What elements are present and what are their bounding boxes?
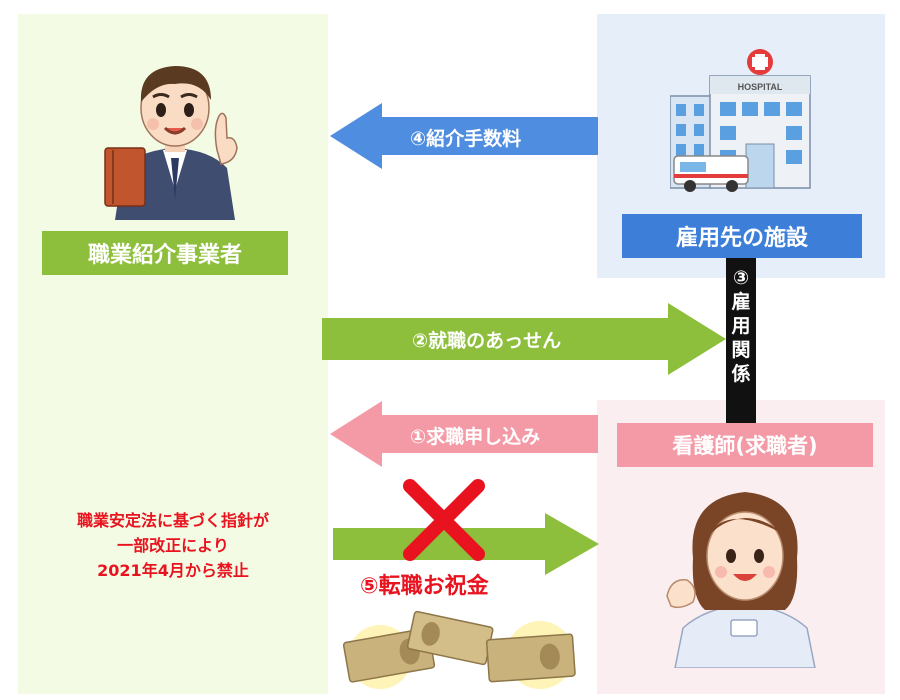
employment-char-2: 雇 bbox=[731, 291, 751, 313]
employment-relation-bar: ③ 雇 用 関 係 bbox=[726, 258, 756, 423]
prohibition-note: 職業安定法に基づく指針が 一部改正により 2021年4月から禁止 bbox=[18, 508, 328, 583]
fee-arrow-label: ④紹介手数料 bbox=[410, 128, 522, 150]
employment-char-5: 係 bbox=[731, 363, 751, 385]
facility-label: 雇用先の施設 bbox=[622, 214, 862, 258]
money-illustration bbox=[342, 610, 576, 689]
note-line-3: 2021年4月から禁止 bbox=[97, 561, 249, 580]
application-arrow-label: ①求職申し込み bbox=[410, 426, 541, 448]
employment-char-1: ③ bbox=[732, 267, 750, 289]
prohibited-cross-icon bbox=[403, 479, 485, 561]
employment-char-4: 関 bbox=[731, 339, 751, 361]
businessman-illustration bbox=[104, 66, 238, 220]
hospital-sign: HOSPITAL bbox=[738, 82, 783, 92]
note-line-1: 職業安定法に基づく指針が bbox=[76, 511, 269, 530]
placement-arrow-label: ②就職のあっせん bbox=[412, 330, 562, 352]
note-line-2: 一部改正により bbox=[117, 536, 229, 555]
placement-arrow bbox=[322, 303, 726, 375]
employment-char-3: 用 bbox=[731, 315, 751, 337]
application-arrow bbox=[330, 401, 598, 467]
fee-arrow bbox=[330, 103, 598, 169]
hospital-illustration: HOSPITAL bbox=[670, 49, 811, 192]
agency-label: 職業紹介事業者 bbox=[42, 231, 288, 275]
gift-label: ⑤転職お祝金 bbox=[360, 574, 489, 599]
nurse-label: 看護師(求職者) bbox=[617, 423, 873, 467]
nurse-illustration bbox=[666, 492, 816, 668]
